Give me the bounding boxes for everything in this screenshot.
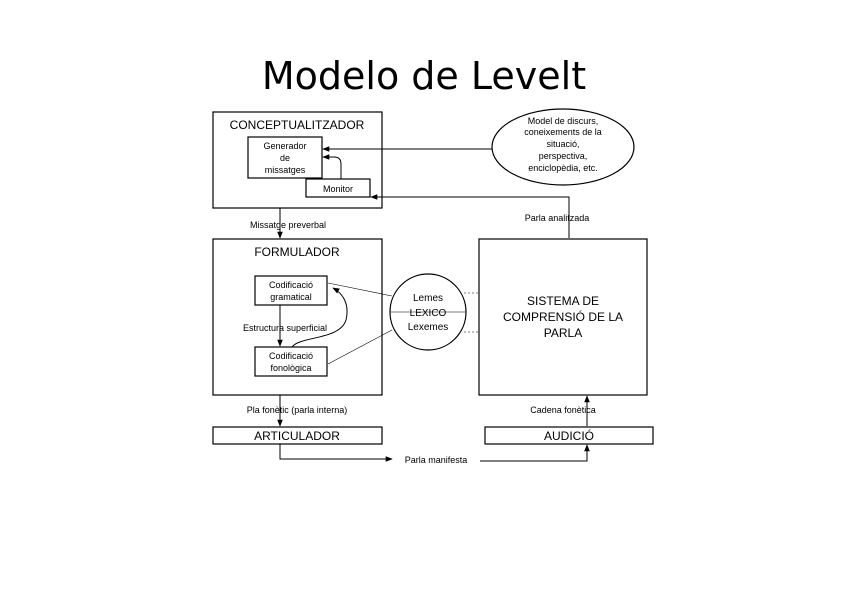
monitor-to-generador-arrow	[322, 154, 342, 179]
sistema-line-1: SISTEMA DE	[527, 294, 599, 308]
audicio-box	[484, 426, 654, 445]
sistema-line-3: PARLA	[544, 326, 582, 340]
discourse-line-2: coneixements de la	[524, 127, 602, 137]
formulador-label: FORMULADOR	[254, 245, 340, 259]
generador-box	[247, 136, 323, 179]
articulador-to-manifesta-arrow	[279, 444, 393, 462]
manifesta-to-audicio-arrow	[480, 444, 590, 462]
lexico-lemes: Lemes	[413, 293, 443, 304]
discourse-model-ellipse	[491, 108, 635, 186]
discourse-line-1: Model de discurs,	[528, 116, 599, 126]
lexico-label: LEXICO	[410, 308, 447, 319]
sistema-line-2: COMPRENSIÓ DE LA	[503, 309, 623, 324]
monitor-box	[305, 178, 371, 198]
gramatical-lexico-link	[327, 282, 393, 297]
discourse-line-3: situació,	[546, 139, 579, 149]
parla-analitzada-label: Parla analitzada	[525, 213, 590, 223]
discourse-line-4: perspectiva,	[539, 151, 588, 161]
conceptualitzador-label: CONCEPTUALITZADOR	[230, 118, 365, 132]
codif-gram-line-2: gramatical	[270, 292, 312, 302]
codif-fon-line-2: fonològica	[270, 363, 311, 373]
parla-manifesta-label: Parla manifesta	[405, 455, 468, 465]
codificacio-fonologica-box	[254, 346, 328, 377]
generador-line-3: missatges	[265, 165, 306, 175]
articulador-box	[212, 426, 383, 445]
monitor-label: Monitor	[323, 184, 353, 194]
parla-analitzada-arrow	[370, 194, 570, 238]
generador-line-1: Generador	[263, 141, 306, 151]
audicio-label: AUDICIÓ	[544, 428, 594, 443]
discourse-line-5: enciclopèdia, etc.	[528, 163, 598, 173]
codif-fon-line-1: Codificació	[269, 351, 313, 361]
codificacio-gramatical-box	[254, 275, 328, 306]
pla-fonetic-label: Pla fonètic (parla interna)	[247, 405, 348, 415]
codif-gram-line-1: Codificació	[269, 280, 313, 290]
articulador-label: ARTICULADOR	[254, 429, 340, 443]
estructura-superficial-label: Estructura superficial	[243, 323, 327, 333]
generador-line-2: de	[280, 153, 290, 163]
missatge-preverbal-label: Missatge preverbal	[250, 220, 326, 230]
lexico-lexemes: Lexemes	[408, 322, 449, 333]
fonologica-lexico-link	[327, 329, 393, 365]
sistema-comprensio-box	[478, 238, 648, 396]
page-title: Modelo de Levelt	[261, 54, 587, 98]
fonologica-to-gramatical-arrow	[291, 287, 348, 348]
cadena-fonetica-label: Cadena fonètica	[530, 405, 596, 415]
